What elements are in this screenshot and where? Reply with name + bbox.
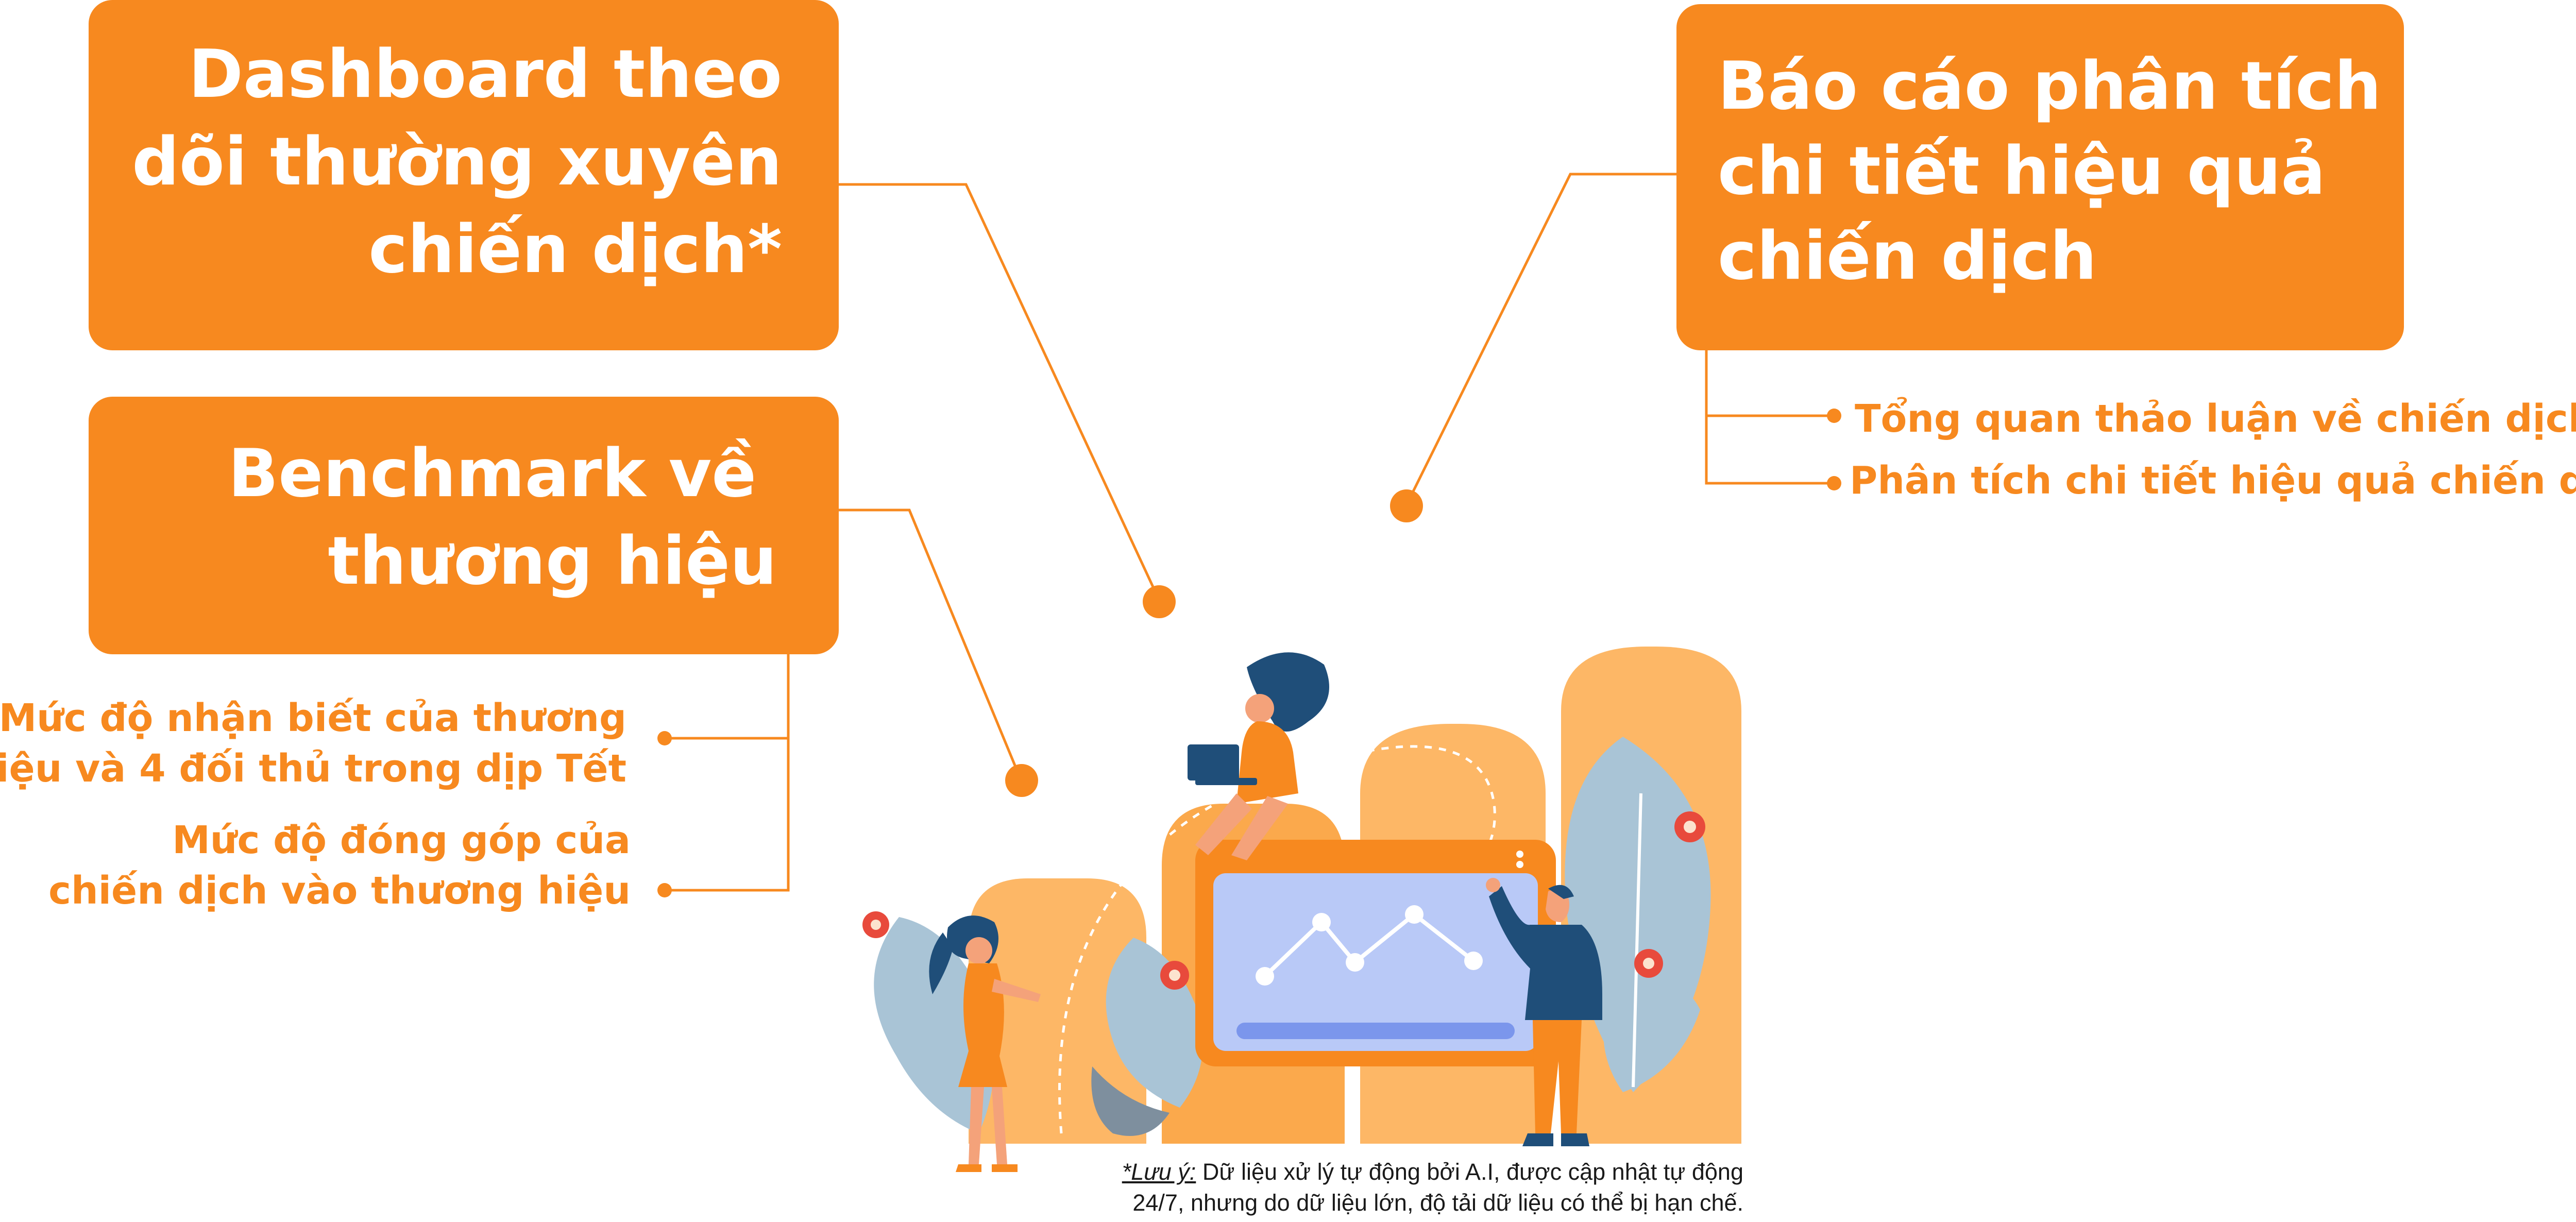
woman-with-laptop-icon	[1188, 652, 1329, 860]
benchmark-bracket	[666, 653, 790, 892]
report-title-line3: chiến dịch	[1718, 218, 2097, 295]
report-title-line1: Báo cáo phân tích	[1718, 48, 2382, 125]
footnote-line1: *Lưu ý: Dữ liệu xử lý tự động bởi A.I, đ…	[1122, 1157, 1743, 1187]
man-pointing-icon	[1486, 878, 1602, 1146]
report-connector	[1405, 173, 1676, 506]
leaf-right-2	[1603, 977, 1700, 1092]
benchmark-bullet-1	[657, 731, 672, 745]
flower-icon	[1674, 811, 1705, 842]
report-item-2: Phân tích chi tiết hiệu quả chiến dịch	[1850, 459, 2576, 503]
footnote-label: *Lưu ý:	[1122, 1159, 1196, 1185]
benchmark-item-1-line1: Mức độ nhận biết của thương	[0, 696, 626, 740]
dashboard-connector-dot	[1143, 585, 1176, 618]
monitor-screen	[1213, 873, 1538, 1051]
flower-icon	[862, 911, 889, 938]
benchmark-connector-dot	[1005, 764, 1038, 797]
benchmark-item-2-line2: chiến dịch vào thương hiệu	[48, 869, 631, 913]
benchmark-item-2: Mức độ đóng góp của chiến dịch vào thươn…	[48, 815, 631, 916]
dashboard-connector	[839, 183, 1161, 601]
benchmark-title-line2: thương hiệu	[328, 523, 777, 600]
report-connector-dot	[1390, 489, 1423, 522]
report-bracket	[1705, 350, 1832, 485]
report-item-1: Tổng quan thảo luận về chiến dịch	[1855, 397, 2576, 441]
footnote-line2: 24/7, nhưng do dữ liệu lớn, độ tải dữ li…	[1132, 1190, 1743, 1216]
benchmark-title-line1: Benchmark về	[228, 435, 756, 512]
screen-bar	[1236, 1023, 1515, 1039]
leaf-vein	[1632, 793, 1642, 1088]
footnote: *Lưu ý: Dữ liệu xử lý tự động bởi A.I, đ…	[1122, 1157, 1743, 1218]
dashboard-title-line2: dõi thường xuyên	[132, 124, 782, 200]
benchmark-item-1: Mức độ nhận biết của thương hiệu và 4 đố…	[0, 693, 626, 794]
flower-icon	[1634, 949, 1663, 978]
footnote-text1: Dữ liệu xử lý tự động bởi A.I, được cập …	[1202, 1159, 1743, 1185]
benchmark-connector	[839, 508, 1022, 778]
report-bullet-2	[1827, 476, 1841, 490]
benchmark-bullet-2	[657, 883, 672, 897]
dashboard-title-line3: chiến dịch*	[368, 211, 782, 288]
benchmark-item-2-line1: Mức độ đóng góp của	[172, 818, 631, 862]
benchmark-item-1-line2: hiệu và 4 đối thủ trong dịp Tết	[0, 746, 626, 791]
leaf-mid-dark	[1091, 1066, 1170, 1136]
report-bullet-1	[1827, 409, 1841, 423]
report-box: Báo cáo phân tích chi tiết hiệu quả chiế…	[1676, 4, 2404, 350]
woman-standing-icon	[929, 915, 1041, 1172]
dashboard-box: Dashboard theo dõi thường xuyên chiến dị…	[89, 0, 839, 350]
benchmark-box: Benchmark về thương hiệu	[89, 397, 839, 654]
dashboard-title-line1: Dashboard theo	[188, 36, 782, 113]
flower-icon	[1160, 961, 1189, 990]
report-title-line2: chi tiết hiệu quả	[1718, 133, 2326, 210]
